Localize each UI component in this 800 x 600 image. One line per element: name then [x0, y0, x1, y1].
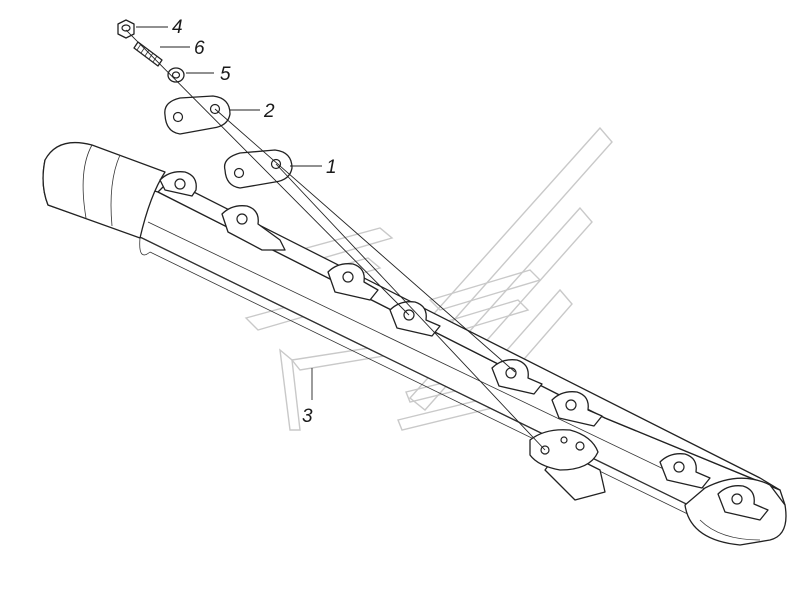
label-part-3: 3	[302, 406, 313, 427]
assembly-axes	[125, 29, 546, 451]
label-part-6: 6	[194, 38, 205, 59]
boss-9	[717, 485, 769, 521]
label-part-1: 1	[326, 157, 337, 178]
label-part-4: 4	[172, 17, 183, 38]
boss-3	[327, 263, 379, 301]
label-part-5: 5	[220, 64, 231, 85]
label-part-2: 2	[263, 101, 275, 122]
boss-6	[551, 391, 603, 427]
stud	[133, 41, 163, 67]
boss-8	[659, 453, 711, 489]
leader-lines	[136, 26, 322, 400]
flange-bosses	[159, 171, 769, 521]
washer	[167, 67, 185, 83]
boss-1	[159, 171, 197, 197]
manifold-body	[42, 141, 787, 546]
gasket	[223, 149, 293, 189]
boss-2	[221, 205, 286, 251]
cover-plate	[164, 95, 231, 135]
